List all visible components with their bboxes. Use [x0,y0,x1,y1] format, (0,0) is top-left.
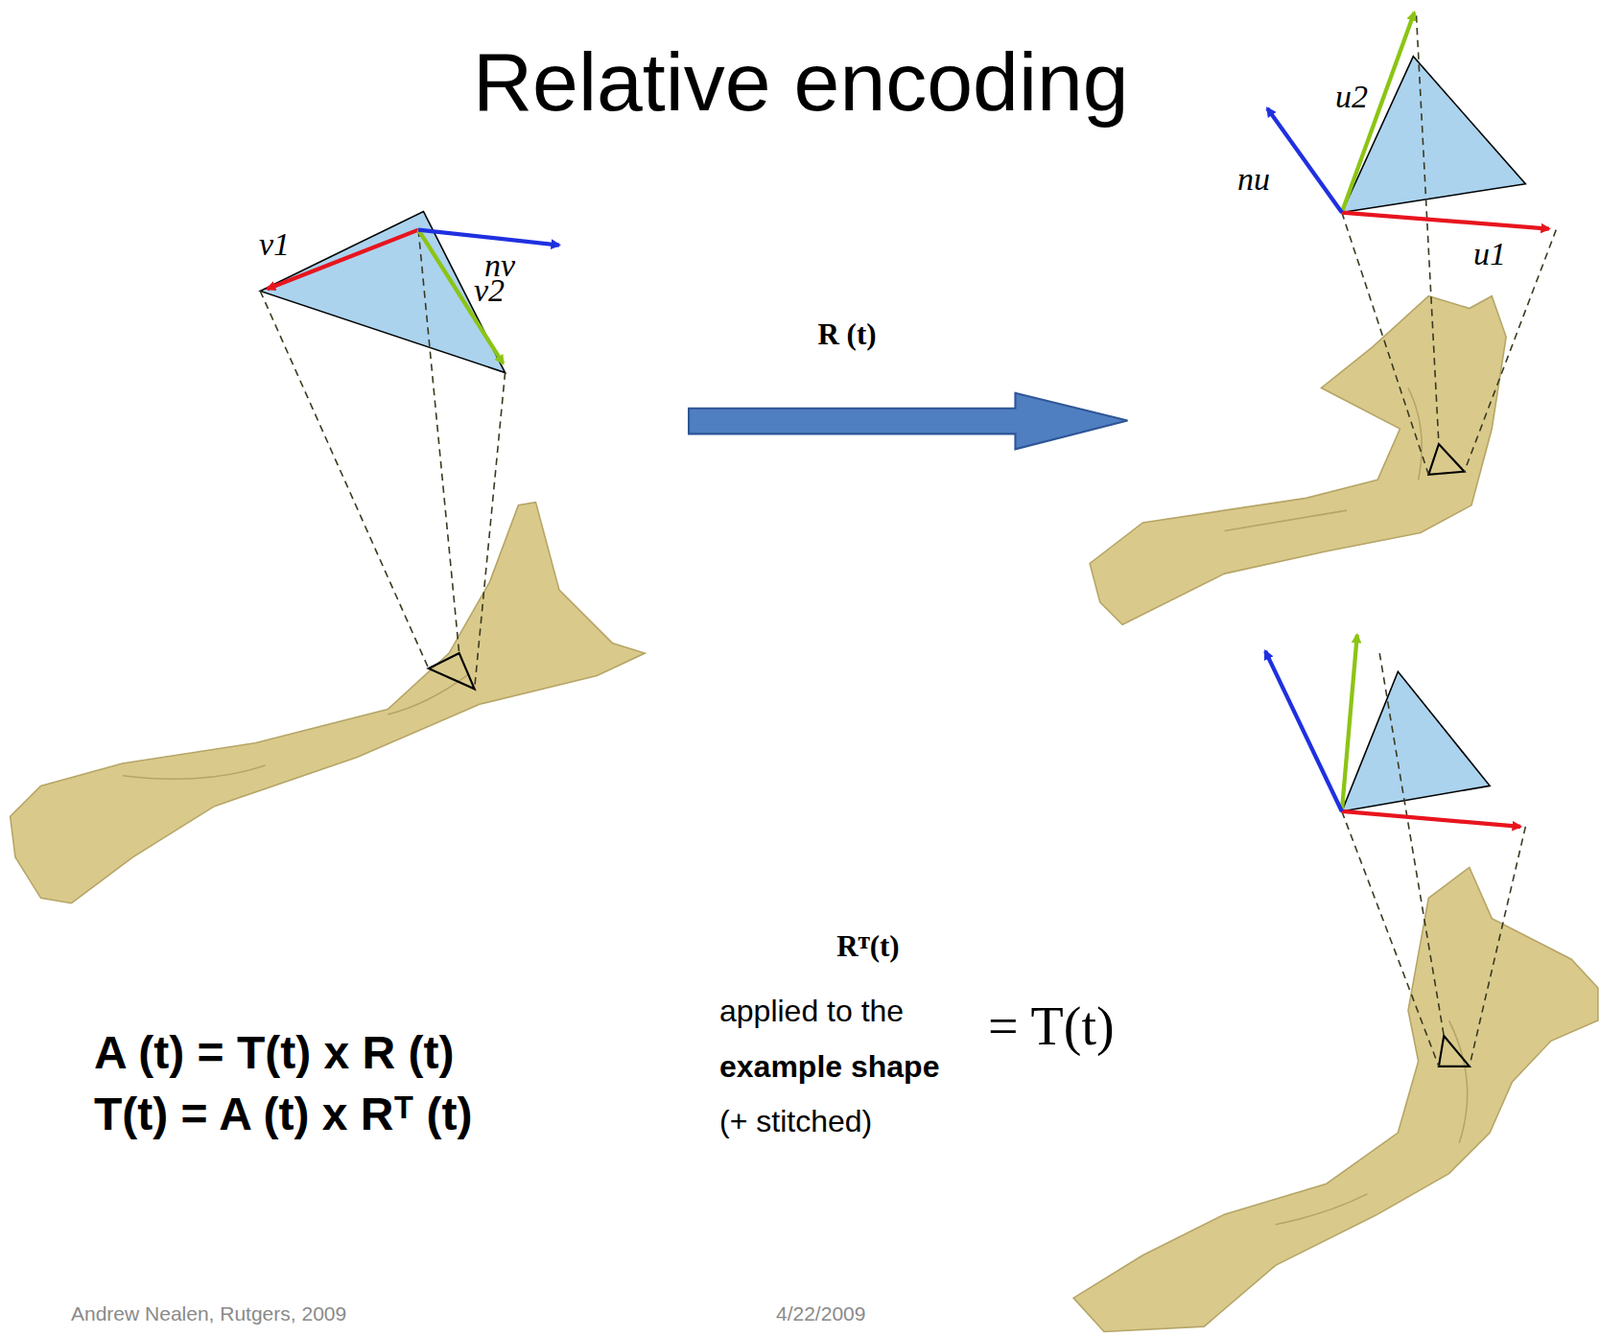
equation: A (t) = T(t) x R (t) [94,1028,454,1080]
footer: 4/22/2009 [776,1302,866,1325]
frame-triangle [1267,12,1556,475]
transform-arrow [688,393,1128,450]
vector-label: u2 [1335,78,1368,115]
frame-triangle [1265,635,1526,1067]
vector-label: u1 [1473,235,1506,272]
note-text: (+ stitched) [719,1105,872,1139]
arm-shape [1073,867,1599,1332]
arm-shape [10,502,646,904]
note-text: applied to the [719,994,904,1029]
frame-triangle [259,211,560,689]
arm-shape [1089,296,1506,626]
note-text: example shape [719,1050,940,1084]
result-label: = T(t) [988,997,1115,1058]
vector-label: v2 [473,272,505,308]
equation: T(t) = A (t) x Rᵀ (t) [94,1089,472,1141]
slide-title: Relative encoding [472,36,1130,128]
vector-label: v1 [258,226,290,262]
transform-label: Rᵀ(t) [836,930,899,964]
vector-label: nu [1237,161,1271,197]
footer: Andrew Nealen, Rutgers, 2009 [70,1302,347,1325]
transform-label: R (t) [817,318,876,352]
